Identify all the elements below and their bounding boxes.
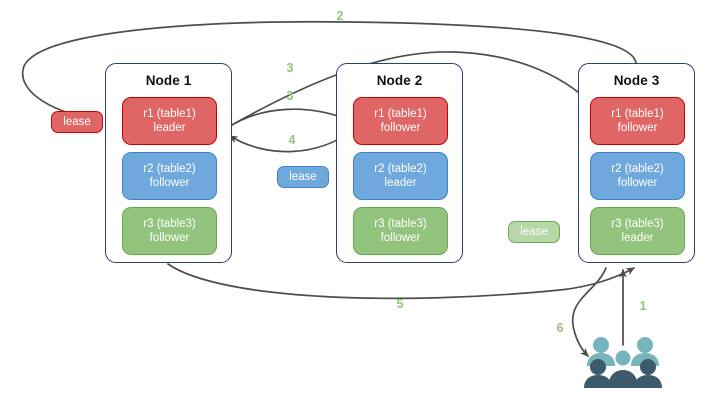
replica-role: follower	[380, 122, 421, 134]
lease-badge-r1[interactable]: lease	[51, 111, 103, 133]
step-label-3-b: 3	[286, 89, 294, 103]
replica-name: r1 (table1)	[374, 108, 427, 120]
replica-role: follower	[149, 232, 190, 244]
node-3-replica-r1[interactable]: r1 (table1) follower	[590, 97, 685, 145]
node-2-container[interactable]: Node 2 r1 (table1) follower r2 (table2) …	[336, 63, 463, 263]
arrow-step-5	[167, 263, 635, 300]
arrow-step-2	[21, 20, 637, 123]
step-label-3-a: 3	[286, 61, 294, 75]
node-1-replica-r3[interactable]: r3 (table3) follower	[122, 207, 217, 255]
arrow-step-3-to-node3	[222, 51, 603, 131]
step-label-4: 4	[288, 133, 296, 147]
step-label-2: 2	[336, 9, 344, 23]
step-label-5: 5	[396, 297, 404, 311]
lease-badge-r3[interactable]: lease	[508, 221, 560, 243]
replica-role: leader	[153, 122, 186, 134]
replica-name: r3 (table3)	[143, 218, 196, 230]
node-1-container[interactable]: Node 1 r1 (table1) leader r2 (table2) fo…	[105, 63, 232, 263]
lease-label: lease	[63, 115, 91, 128]
node-2-replica-r2[interactable]: r2 (table2) leader	[353, 152, 448, 200]
node-1-replica-r2[interactable]: r2 (table2) follower	[122, 152, 217, 200]
replica-role: leader	[384, 177, 417, 189]
replica-role: follower	[617, 122, 658, 134]
arrow-step-6	[571, 267, 607, 357]
replica-name: r1 (table1)	[611, 108, 664, 120]
node-2-title: Node 2	[376, 73, 423, 88]
replica-name: r3 (table3)	[374, 218, 427, 230]
replica-name: r2 (table2)	[611, 163, 664, 175]
node-3-title: Node 3	[613, 73, 660, 88]
node-1-replica-r1[interactable]: r1 (table1) leader	[122, 97, 217, 145]
replica-role: follower	[149, 177, 190, 189]
replica-name: r2 (table2)	[143, 163, 196, 175]
node-3-container[interactable]: Node 3 r1 (table1) follower r2 (table2) …	[578, 63, 695, 263]
clients-group-icon	[584, 337, 662, 388]
replica-role: leader	[621, 232, 654, 244]
replica-name: r1 (table1)	[143, 108, 196, 120]
lease-badge-r2[interactable]: lease	[277, 166, 329, 188]
replica-role: follower	[617, 177, 658, 189]
node-1-title: Node 1	[145, 73, 192, 88]
step-label-1: 1	[639, 299, 647, 313]
lease-label: lease	[289, 170, 317, 183]
lease-label: lease	[520, 225, 548, 238]
replica-name: r3 (table3)	[611, 218, 664, 230]
step-label-6: 6	[556, 321, 564, 335]
replica-name: r2 (table2)	[374, 163, 427, 175]
node-3-replica-r3[interactable]: r3 (table3) leader	[590, 207, 685, 255]
node-3-replica-r2[interactable]: r2 (table2) follower	[590, 152, 685, 200]
node-2-replica-r1[interactable]: r1 (table1) follower	[353, 97, 448, 145]
arrow-step-3-to-node2	[223, 108, 353, 131]
node-2-replica-r3[interactable]: r3 (table3) follower	[353, 207, 448, 255]
replica-role: follower	[380, 232, 421, 244]
